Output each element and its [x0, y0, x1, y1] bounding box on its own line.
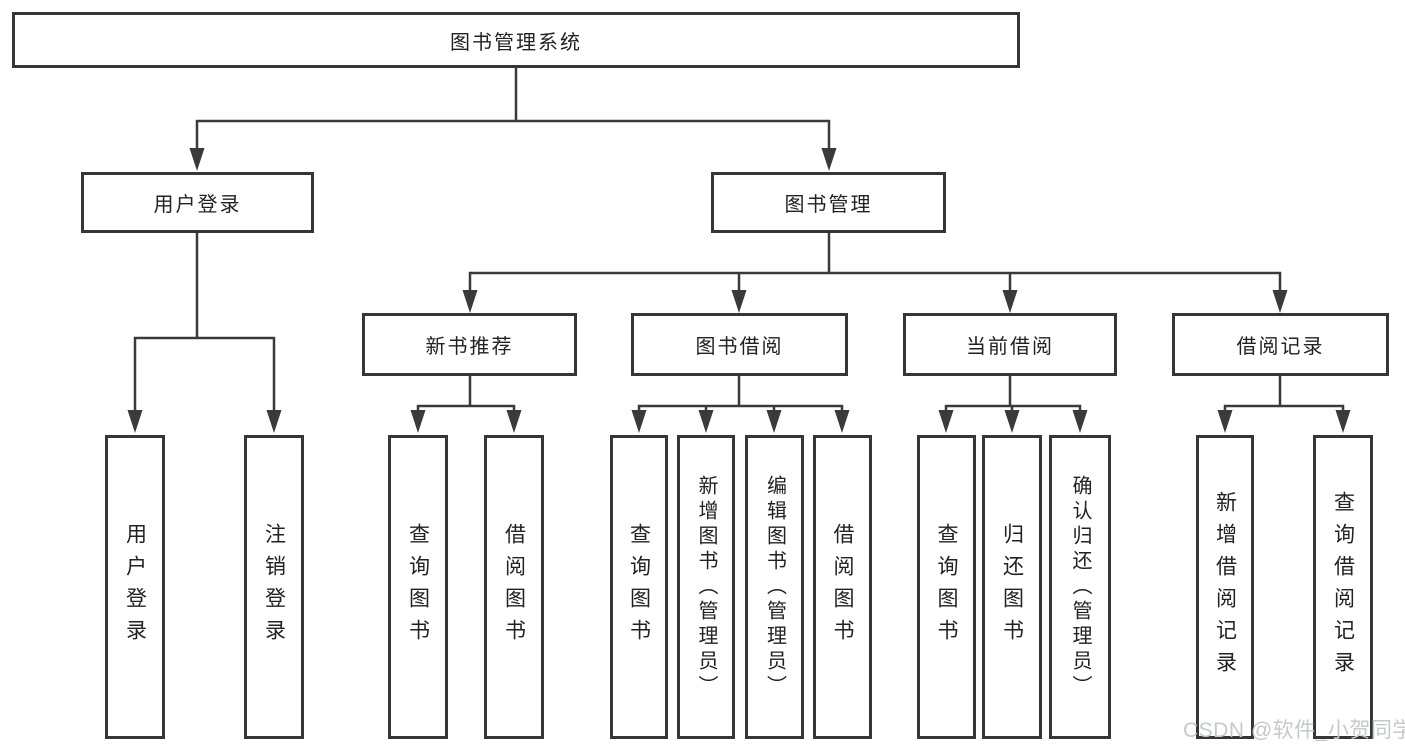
leaf-logout: 注销登录	[244, 435, 304, 739]
leaf-nbr-query-book: 查询图书	[388, 435, 448, 739]
node-new-book-recommend: 新书推荐	[362, 313, 577, 376]
node-book-borrow: 图书借阅	[631, 313, 848, 376]
leaf-user-login: 用户登录	[105, 435, 165, 739]
leaf-label: 用户登录	[123, 523, 147, 651]
leaf-label: 借阅图书	[502, 523, 526, 651]
leaf-label: 借阅图书	[831, 523, 855, 651]
leaf-label: 归还图书	[1000, 523, 1024, 651]
leaf-bb-add-book-admin: 新增图书（管理员）	[677, 435, 735, 739]
leaf-br-query-record: 查询借阅记录	[1313, 435, 1373, 739]
leaf-label: 查询图书	[935, 523, 959, 651]
node-book-management: 图书管理	[711, 172, 946, 233]
leaf-label: 注销登录	[262, 523, 286, 651]
node-current-borrow: 当前借阅	[903, 313, 1117, 376]
leaf-bb-edit-book-admin: 编辑图书（管理员）	[745, 435, 804, 739]
leaf-bb-borrow-book: 借阅图书	[813, 435, 872, 739]
watermark: CSDN @软件_小贺同学	[1183, 719, 1405, 742]
leaf-cb-query-book: 查询图书	[917, 435, 976, 739]
leaf-br-add-record: 新增借阅记录	[1196, 435, 1254, 739]
leaf-label: 确认归还（管理员）	[1069, 474, 1091, 700]
leaf-label: 查询图书	[406, 523, 430, 651]
leaf-label: 查询借阅记录	[1331, 491, 1355, 683]
leaf-label: 新增图书（管理员）	[695, 474, 717, 700]
leaf-cb-return-book: 归还图书	[982, 435, 1042, 739]
leaf-cb-confirm-return-admin: 确认归还（管理员）	[1049, 435, 1111, 739]
leaf-label: 编辑图书（管理员）	[763, 474, 786, 700]
node-root: 图书管理系统	[12, 12, 1020, 68]
node-borrow-records: 借阅记录	[1172, 313, 1389, 376]
node-user-login: 用户登录	[81, 172, 314, 233]
leaf-label: 查询图书	[627, 523, 651, 651]
leaf-bb-query-book: 查询图书	[610, 435, 668, 739]
leaf-nbr-borrow-book: 借阅图书	[484, 435, 544, 739]
leaf-label: 新增借阅记录	[1213, 491, 1237, 683]
